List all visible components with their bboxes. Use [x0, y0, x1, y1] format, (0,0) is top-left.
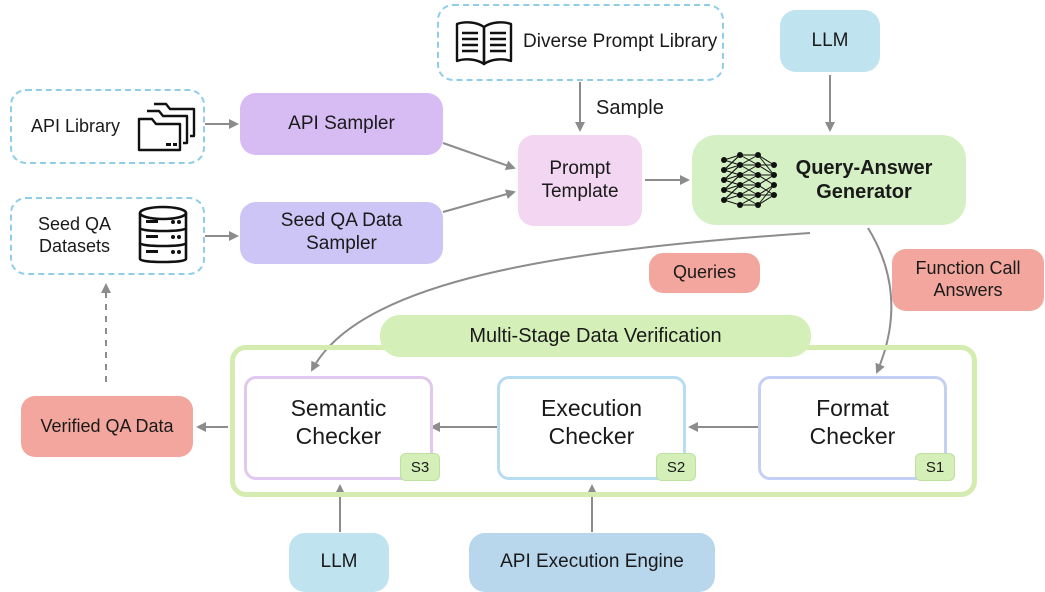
format-stage-tag: S1 — [915, 453, 955, 481]
api-sampler-node: API Sampler — [240, 93, 443, 155]
generator-label-line1: Query-Answer — [795, 157, 933, 179]
api-sampler-label: API Sampler — [288, 112, 395, 134]
semantic-label-line1: Semantic — [290, 395, 387, 422]
llm-top-node: LLM — [780, 10, 880, 72]
semantic-label-line2: Checker — [295, 423, 382, 449]
sample-edge-label: Sample — [596, 97, 664, 119]
arrow-api-sampler-to-template — [442, 142, 516, 171]
format-label-line1: Format — [816, 395, 889, 422]
verification-title-node: Multi-Stage Data Verification — [380, 315, 811, 357]
verification-title-label: Multi-Stage Data Verification — [469, 325, 722, 347]
folders-icon — [137, 102, 196, 152]
function-call-answers-node: Function Call Answers — [892, 249, 1044, 311]
arrow-generator-to-format — [867, 227, 893, 374]
query-answer-generator-node: Query-Answer Generator — [692, 135, 966, 225]
neural-network-icon — [721, 152, 777, 208]
llm-top-label: LLM — [811, 29, 849, 51]
api-library-node: API Library — [10, 89, 205, 164]
prompt-template-label-line1: Prompt — [549, 157, 611, 179]
prompt-template-label-line2: Template — [541, 180, 619, 202]
execution-label-line2: Checker — [548, 423, 635, 449]
verified-qa-data-node: Verified QA Data — [21, 396, 193, 457]
seed-qa-datasets-label-line1: Seed QA — [38, 214, 112, 235]
open-book-icon — [455, 21, 513, 66]
queries-label: Queries — [672, 262, 737, 283]
seed-qa-sampler-label-line1: Seed QA Data — [280, 210, 403, 232]
seed-qa-sampler-label-line2: Sampler — [306, 233, 377, 254]
verified-qa-label: Verified QA Data — [40, 415, 174, 436]
prompt-library-label: Diverse Prompt Library — [523, 31, 718, 53]
execution-stage-tag: S2 — [656, 453, 696, 481]
arrow-seed-sampler-to-template — [442, 189, 516, 213]
api-library-label: API Library — [31, 115, 121, 136]
api-execution-engine-node: API Execution Engine — [469, 533, 715, 592]
prompt-template-node: Prompt Template — [518, 135, 642, 226]
function-call-label-line1: Function Call — [915, 258, 1021, 279]
function-call-label-line2: Answers — [933, 280, 1003, 300]
seed-qa-sampler-node: Seed QA Data Sampler — [240, 202, 443, 264]
semantic-stage-tag: S3 — [400, 453, 440, 481]
queries-node: Queries — [649, 253, 760, 293]
seed-qa-datasets-label-line2: Datasets — [39, 236, 111, 256]
llm-bottom-label: LLM — [320, 551, 358, 573]
format-label-line2: Checker — [809, 423, 896, 449]
generator-label-line2: Generator — [816, 181, 912, 203]
execution-label-line1: Execution — [540, 395, 642, 422]
api-engine-label: API Execution Engine — [500, 551, 684, 573]
llm-bottom-node: LLM — [289, 533, 389, 592]
arrow-generator-to-semantic — [311, 232, 811, 372]
execution-checker-node: Execution Checker — [497, 376, 686, 480]
database-icon — [138, 205, 188, 264]
